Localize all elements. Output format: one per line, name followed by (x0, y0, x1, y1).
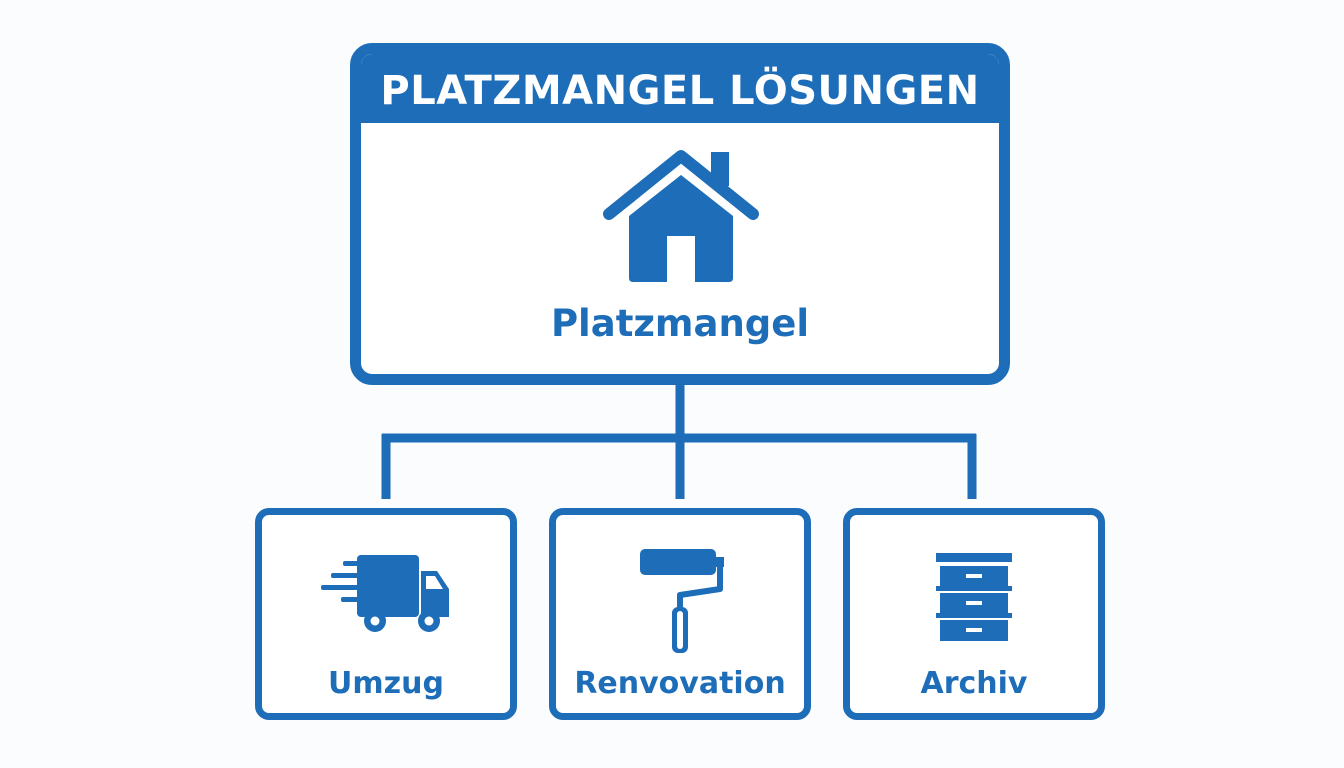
child-label-renvovation: Renvovation (574, 666, 786, 701)
diagram-title: PLATZMANGEL LÖSUNGEN (380, 67, 980, 114)
moving-truck-icon (321, 555, 449, 632)
child-label-archiv: Archiv (920, 666, 1028, 701)
child-node-umzug: Umzug (255, 508, 517, 720)
root-node: PLATZMANGEL LÖSUNGEN Platzmangel (350, 43, 1010, 385)
title-bar: PLATZMANGEL LÖSUNGEN (361, 54, 999, 123)
house-icon (603, 150, 759, 282)
child-label-umzug: Umzug (328, 666, 444, 701)
child-node-renvovation: Renvovation (549, 508, 811, 720)
child-node-archiv: Archiv (843, 508, 1105, 720)
paint-roller-icon (640, 549, 724, 653)
storage-boxes-icon (936, 553, 1012, 641)
root-label: Platzmangel (550, 302, 810, 345)
